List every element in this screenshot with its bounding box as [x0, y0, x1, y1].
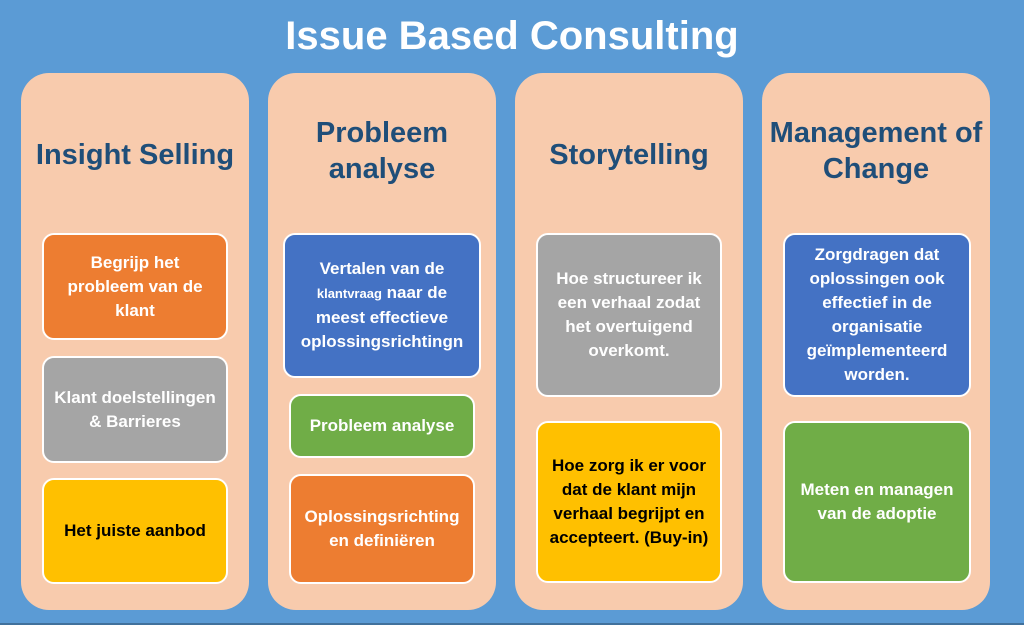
- box-oplossingsrichting: Oplossingsrichting en definiëren: [289, 474, 475, 584]
- box-begrijp-probleem: Begrijp het probleem van de klant: [42, 233, 228, 340]
- column-management-of-change: Management of Change Zorgdragen dat oplo…: [762, 73, 990, 610]
- column-probleem-analyse: Probleem analyse Vertalen van de klantvra…: [268, 73, 496, 610]
- column-title: Probleem analyse: [315, 117, 449, 185]
- column-title: Management of Change: [769, 117, 983, 185]
- column-title: Storytelling: [549, 139, 709, 171]
- box-probleem-analyse: Probleem analyse: [289, 394, 475, 458]
- box-zorgdragen-oplossingen: Zorgdragen dat oplossingen ook effectief…: [783, 233, 971, 397]
- diagram-title: Issue Based Consulting: [285, 14, 739, 58]
- text-part-1: Vertalen van de: [319, 259, 445, 278]
- column-title: Insight Selling: [35, 139, 235, 171]
- box-vertalen-klantvraag: Vertalen van de klantvraag naar de meest …: [283, 233, 481, 378]
- column-storytelling: Storytelling Hoe structureer ik een verh…: [515, 73, 743, 610]
- box-text: Vertalen van de klantvraag naar de meest …: [295, 257, 469, 354]
- text-part-2: naar de meest effectieve oplossingsricht…: [300, 283, 464, 351]
- box-meten-managen: Meten en managen van de adoptie: [783, 421, 971, 583]
- text-part-small: klantvraag: [316, 286, 382, 301]
- box-klant-doelstellingen: Klant doelstellingen & Barrieres: [42, 356, 228, 463]
- box-zorg-buy-in: Hoe zorg ik er voor dat de klant mijn ve…: [536, 421, 722, 583]
- box-juiste-aanbod: Het juiste aanbod: [42, 478, 228, 584]
- box-structureer-verhaal: Hoe structureer ik een verhaal zodat het…: [536, 233, 722, 397]
- column-insight-selling: Insight Selling Begrijp het probleem van…: [21, 73, 249, 610]
